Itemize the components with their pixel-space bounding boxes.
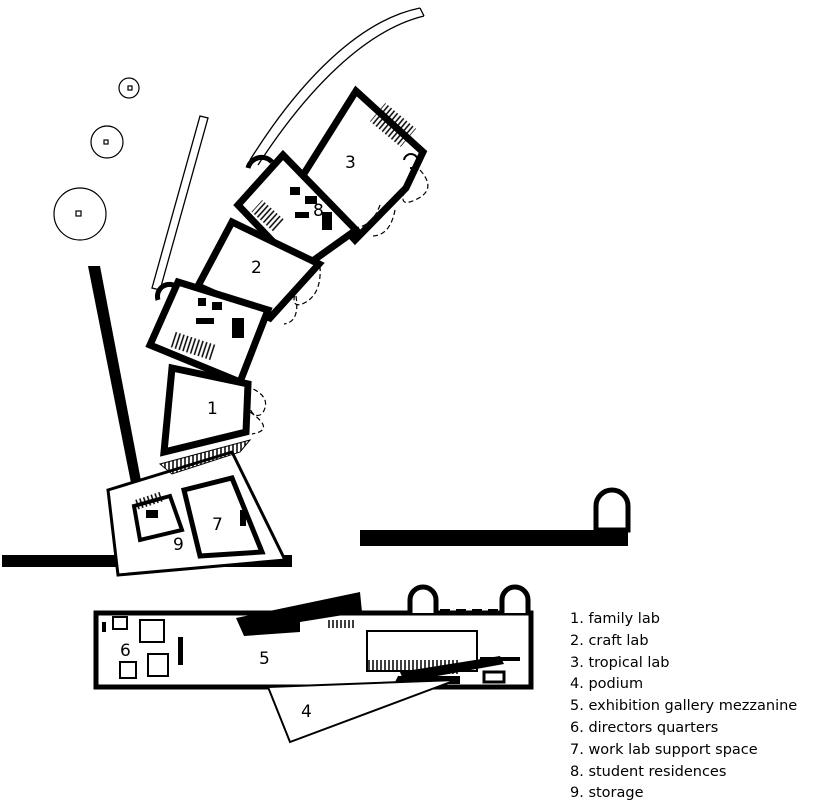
legend-item-exhibition-gallery: 5. exhibition gallery mezzanine [570,698,798,715]
room-label-4: 4 [301,702,312,722]
building-support [106,439,288,577]
room-label-5: 5 [259,649,270,669]
room-label-3: 3 [345,153,356,173]
legend-item-student-residences: 8. student residences [570,763,727,780]
legend-item-work-lab-support: 7. work lab support space [570,741,758,758]
door-swings [245,169,429,435]
room-label-9: 9 [173,535,184,555]
diagonal-wall [88,266,142,488]
legend-item-directors-quarters: 6. directors quarters [570,719,719,736]
site-walls [2,266,631,567]
straight-walkway [151,115,209,291]
tree-symbols [53,77,140,241]
legend-item-tropical-lab: 3. tropical lab [570,654,670,671]
tree-small [118,77,140,99]
ground-wall-right [360,530,628,546]
curved-path [249,7,421,161]
room-label-8: 8 [313,201,324,221]
room-legend: 1. family lab 2. craft lab 3. tropical l… [570,609,797,805]
building-podium [266,679,457,744]
tree-large [53,187,107,241]
room-label-7: 7 [212,515,223,535]
room-label-2: 2 [251,258,262,278]
black-ramp [236,592,362,636]
room-label-6: 6 [120,641,131,661]
room-label-1: 1 [207,399,218,419]
legend-item-storage: 9. storage [570,785,644,802]
building-gallery [93,584,534,690]
legend-item-craft-lab: 2. craft lab [570,632,649,649]
legend-item-family-lab: 1. family lab [570,611,660,627]
building-family-lab [160,363,252,457]
tree-medium [90,125,124,159]
room-labels: 1 2 3 4 5 6 7 8 9 [120,153,356,722]
legend-item-podium: 4. podium [570,676,644,693]
